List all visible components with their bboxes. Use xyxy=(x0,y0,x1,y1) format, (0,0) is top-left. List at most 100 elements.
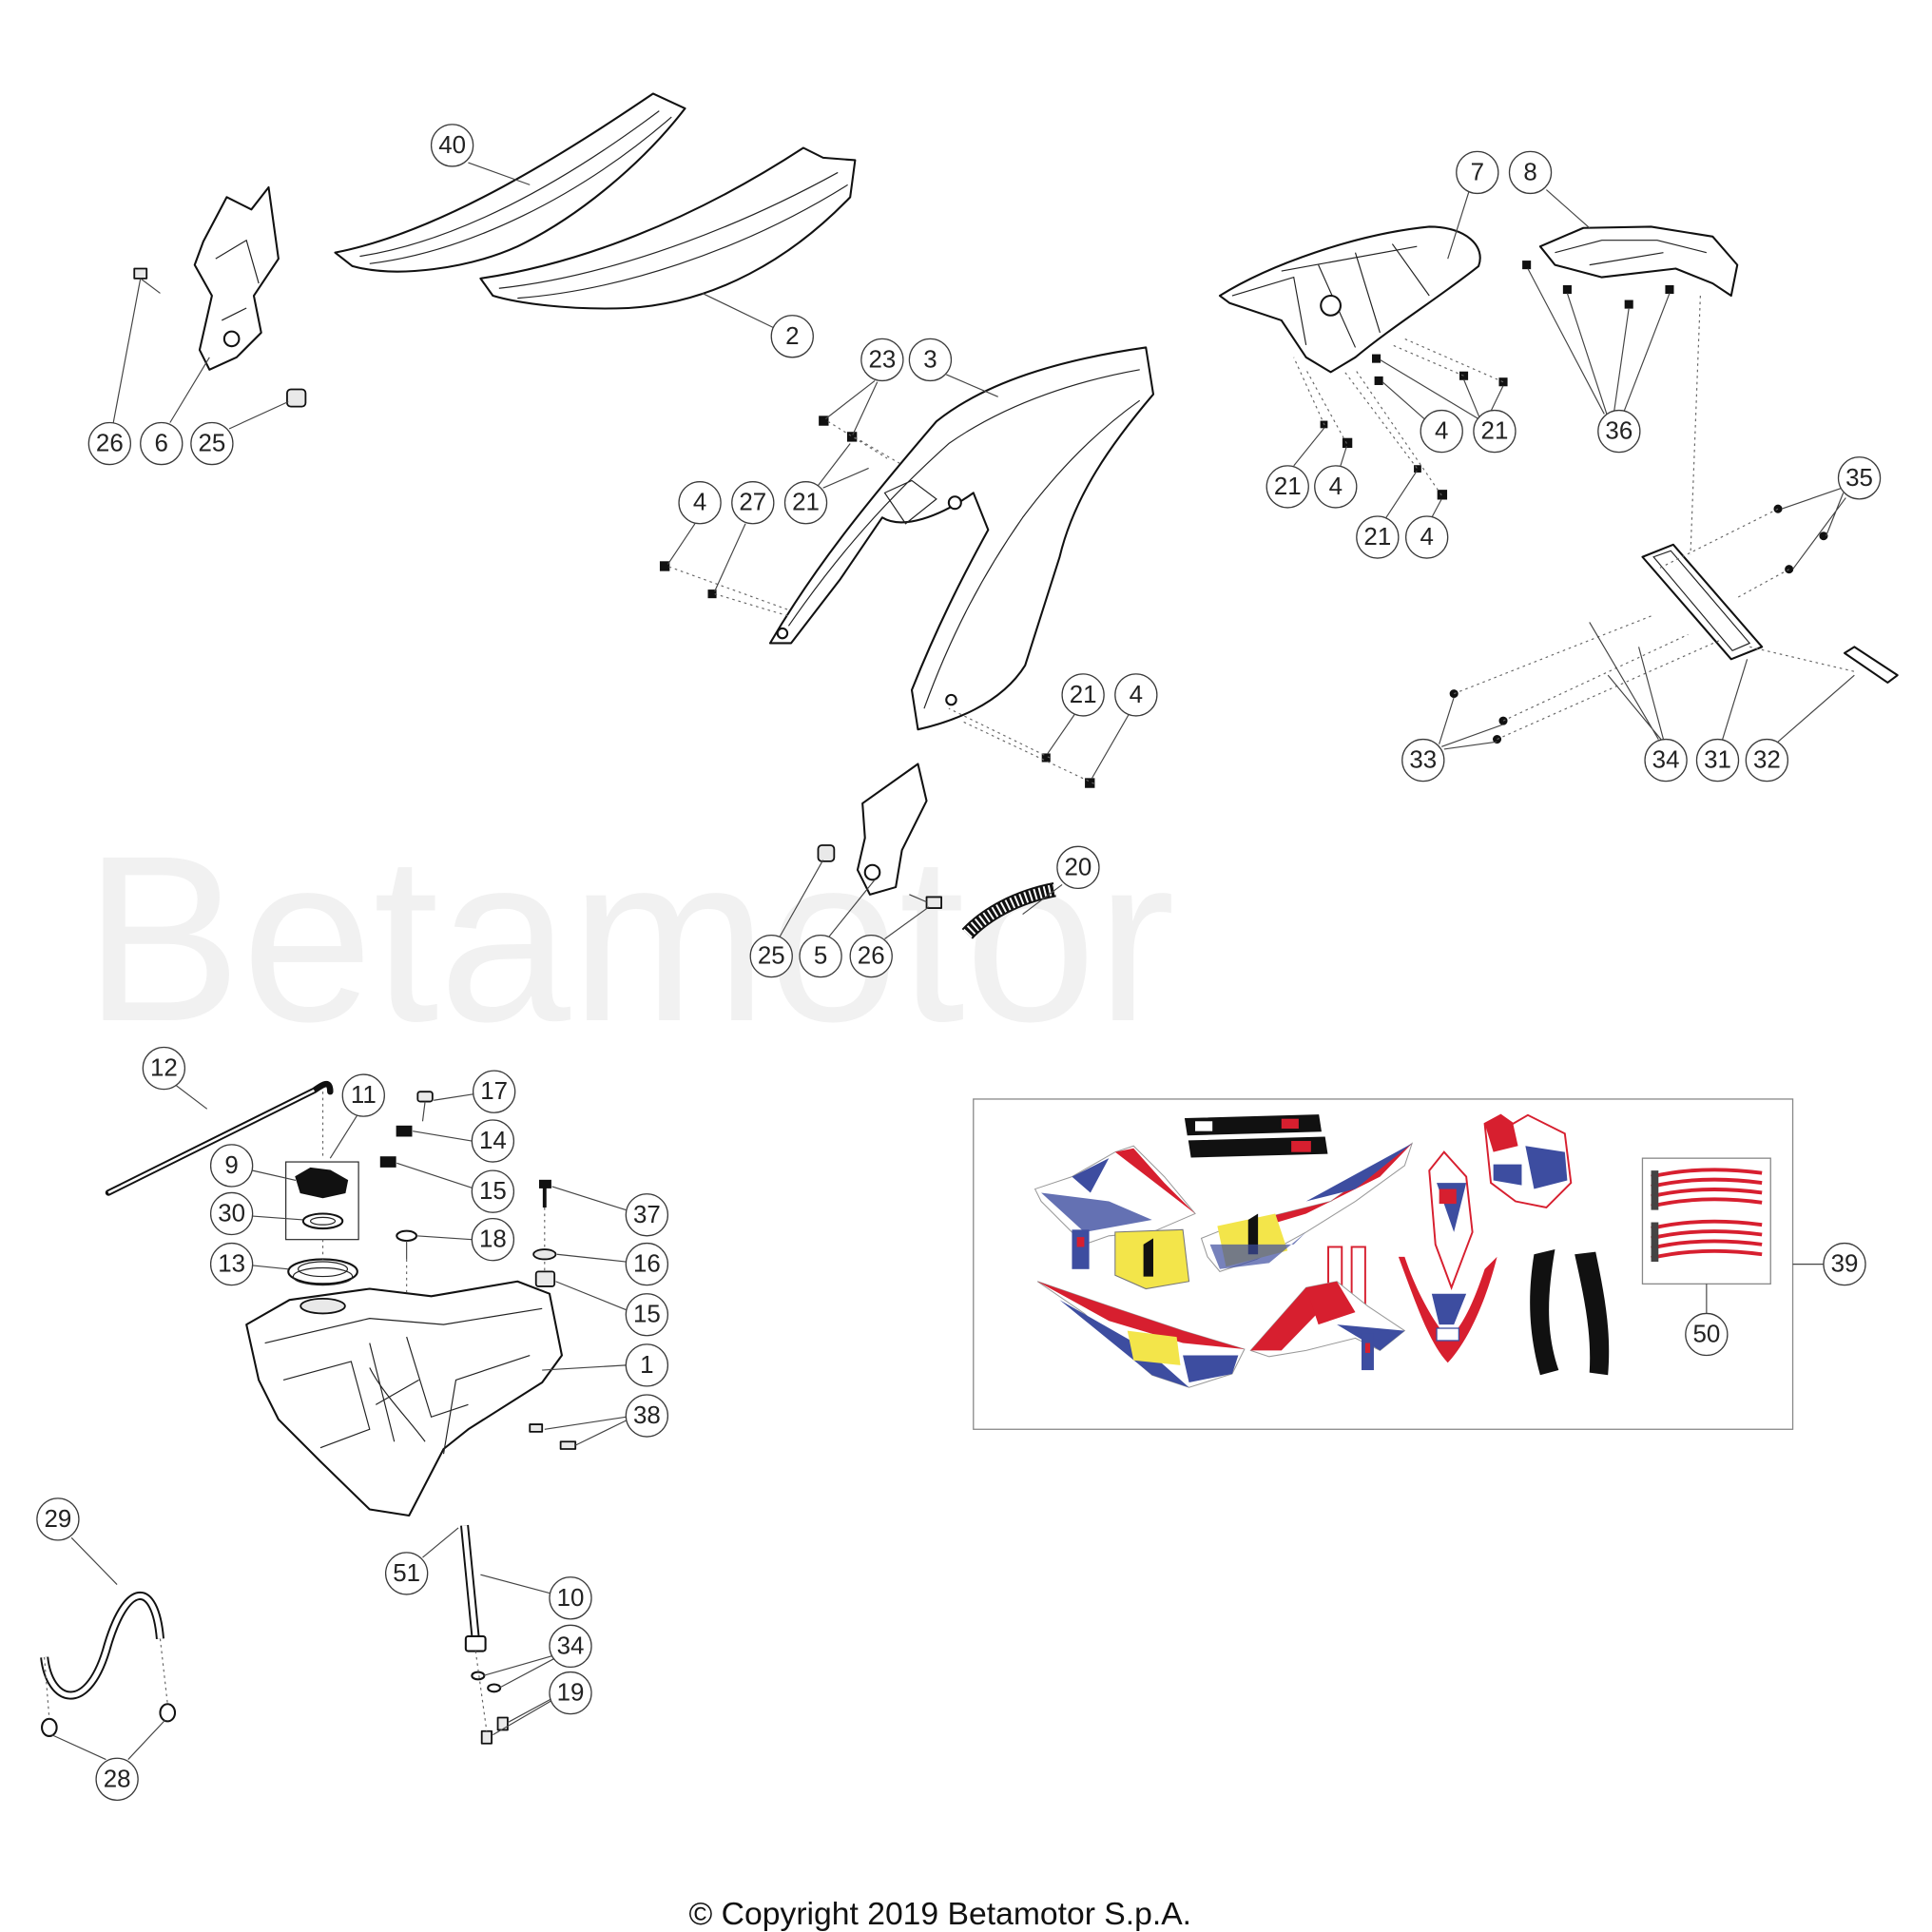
part-5-bracket xyxy=(856,763,928,896)
svg-text:39: 39 xyxy=(1831,1251,1859,1278)
svg-text:3: 3 xyxy=(923,346,937,373)
part-17-screw xyxy=(416,1091,434,1122)
decal-swingarm-strips xyxy=(1184,1114,1328,1158)
callout-9: 9 xyxy=(209,1144,254,1188)
svg-text:36: 36 xyxy=(1605,418,1633,445)
callout-29: 29 xyxy=(36,1497,80,1541)
decal-side-lower-left xyxy=(1036,1281,1246,1388)
svg-text:26: 26 xyxy=(858,943,885,970)
part-33-35-fasteners xyxy=(1449,504,1828,744)
part-31-plate-holder xyxy=(1641,543,1764,661)
part-15-nut xyxy=(534,1270,556,1287)
decal-shroud-right xyxy=(1249,1281,1406,1371)
part-37-screw xyxy=(538,1179,551,1208)
callout-33: 33 xyxy=(1401,738,1445,782)
svg-text:16: 16 xyxy=(633,1251,661,1278)
callout-15: 15 xyxy=(625,1293,669,1337)
svg-text:8: 8 xyxy=(1523,159,1536,185)
svg-text:50: 50 xyxy=(1692,1321,1720,1347)
svg-text:21: 21 xyxy=(1070,682,1097,708)
svg-text:5: 5 xyxy=(814,943,827,970)
decal-kit-box xyxy=(973,1098,1794,1430)
svg-text:26: 26 xyxy=(96,431,124,457)
callout-14: 14 xyxy=(471,1119,515,1163)
part-13-cap-ring xyxy=(287,1258,358,1286)
svg-text:7: 7 xyxy=(1471,159,1484,185)
part-9-valve xyxy=(295,1167,349,1199)
assembly-line xyxy=(44,1638,168,1719)
part-18-plug xyxy=(396,1229,418,1260)
part-32-reflector xyxy=(1843,646,1899,684)
part-20-pad xyxy=(961,882,1056,939)
svg-text:9: 9 xyxy=(224,1152,238,1179)
part-8-tail-light xyxy=(1538,225,1739,298)
part-25-bushing xyxy=(817,844,836,862)
svg-text:18: 18 xyxy=(479,1227,507,1253)
leader-lines xyxy=(51,162,1855,1761)
part-16-washer xyxy=(532,1248,557,1261)
part-7-rear-fender xyxy=(1218,225,1481,374)
svg-text:10: 10 xyxy=(557,1585,585,1612)
callout-4: 4 xyxy=(1404,515,1449,559)
part-19-screws xyxy=(480,1716,509,1745)
part-30-ring xyxy=(301,1212,344,1230)
callout-23: 23 xyxy=(860,338,904,382)
part-12-breather-hose xyxy=(105,1081,334,1196)
svg-text:31: 31 xyxy=(1704,747,1731,774)
callout-38: 38 xyxy=(625,1394,669,1438)
svg-text:1: 1 xyxy=(640,1352,653,1379)
callout-30: 30 xyxy=(209,1191,254,1236)
svg-text:13: 13 xyxy=(218,1251,245,1278)
callout-8: 8 xyxy=(1508,150,1553,195)
callout-21: 21 xyxy=(1356,515,1400,559)
svg-text:21: 21 xyxy=(1274,473,1302,500)
part-21-4-fasteners xyxy=(659,561,1095,788)
svg-text:4: 4 xyxy=(1435,418,1448,445)
part-14-washer xyxy=(396,1125,413,1137)
callout-35: 35 xyxy=(1837,456,1882,500)
svg-text:17: 17 xyxy=(480,1078,508,1105)
copyright-text: © Copyright 2019 Betamotor S.p.A. xyxy=(689,1897,1192,1932)
svg-text:28: 28 xyxy=(104,1766,131,1792)
svg-text:34: 34 xyxy=(557,1633,585,1659)
svg-text:21: 21 xyxy=(1481,418,1509,445)
callout-4: 4 xyxy=(1114,673,1158,717)
callout-40: 40 xyxy=(430,124,474,167)
callout-36: 36 xyxy=(1597,409,1641,454)
callout-25: 25 xyxy=(190,421,234,466)
callout-4: 4 xyxy=(678,481,722,525)
callout-26: 26 xyxy=(849,934,893,978)
svg-text:4: 4 xyxy=(1130,682,1143,708)
svg-text:38: 38 xyxy=(633,1402,661,1429)
callout-12: 12 xyxy=(142,1046,186,1091)
part-15-nut xyxy=(379,1156,396,1168)
callout-4: 4 xyxy=(1314,465,1358,509)
callout-16: 16 xyxy=(625,1242,669,1286)
svg-text:4: 4 xyxy=(1420,524,1433,551)
callout-3: 3 xyxy=(908,338,953,382)
svg-text:12: 12 xyxy=(150,1055,178,1082)
part-10-fuel-tube xyxy=(460,1524,487,1652)
callout-50: 50 xyxy=(1685,1312,1729,1357)
svg-text:35: 35 xyxy=(1845,465,1873,492)
callout-37: 37 xyxy=(625,1193,669,1237)
svg-text:6: 6 xyxy=(155,431,168,457)
svg-text:29: 29 xyxy=(44,1506,71,1533)
part-3-side-panels xyxy=(768,346,1155,731)
callout-34: 34 xyxy=(549,1624,592,1669)
svg-text:51: 51 xyxy=(393,1560,420,1587)
callout-21: 21 xyxy=(783,481,828,525)
part-25-bushing xyxy=(286,388,307,408)
svg-text:32: 32 xyxy=(1753,747,1781,774)
decal-front-fender xyxy=(1398,1256,1497,1363)
svg-text:33: 33 xyxy=(1409,747,1437,774)
watermark-text: Betamotor xyxy=(84,806,1175,1071)
svg-text:14: 14 xyxy=(479,1128,507,1154)
svg-text:4: 4 xyxy=(693,490,706,516)
callout-1: 1 xyxy=(625,1343,669,1387)
svg-text:11: 11 xyxy=(351,1082,377,1109)
callout-27: 27 xyxy=(731,481,775,525)
part-40-seat-cover xyxy=(334,92,686,273)
svg-text:15: 15 xyxy=(633,1302,661,1328)
